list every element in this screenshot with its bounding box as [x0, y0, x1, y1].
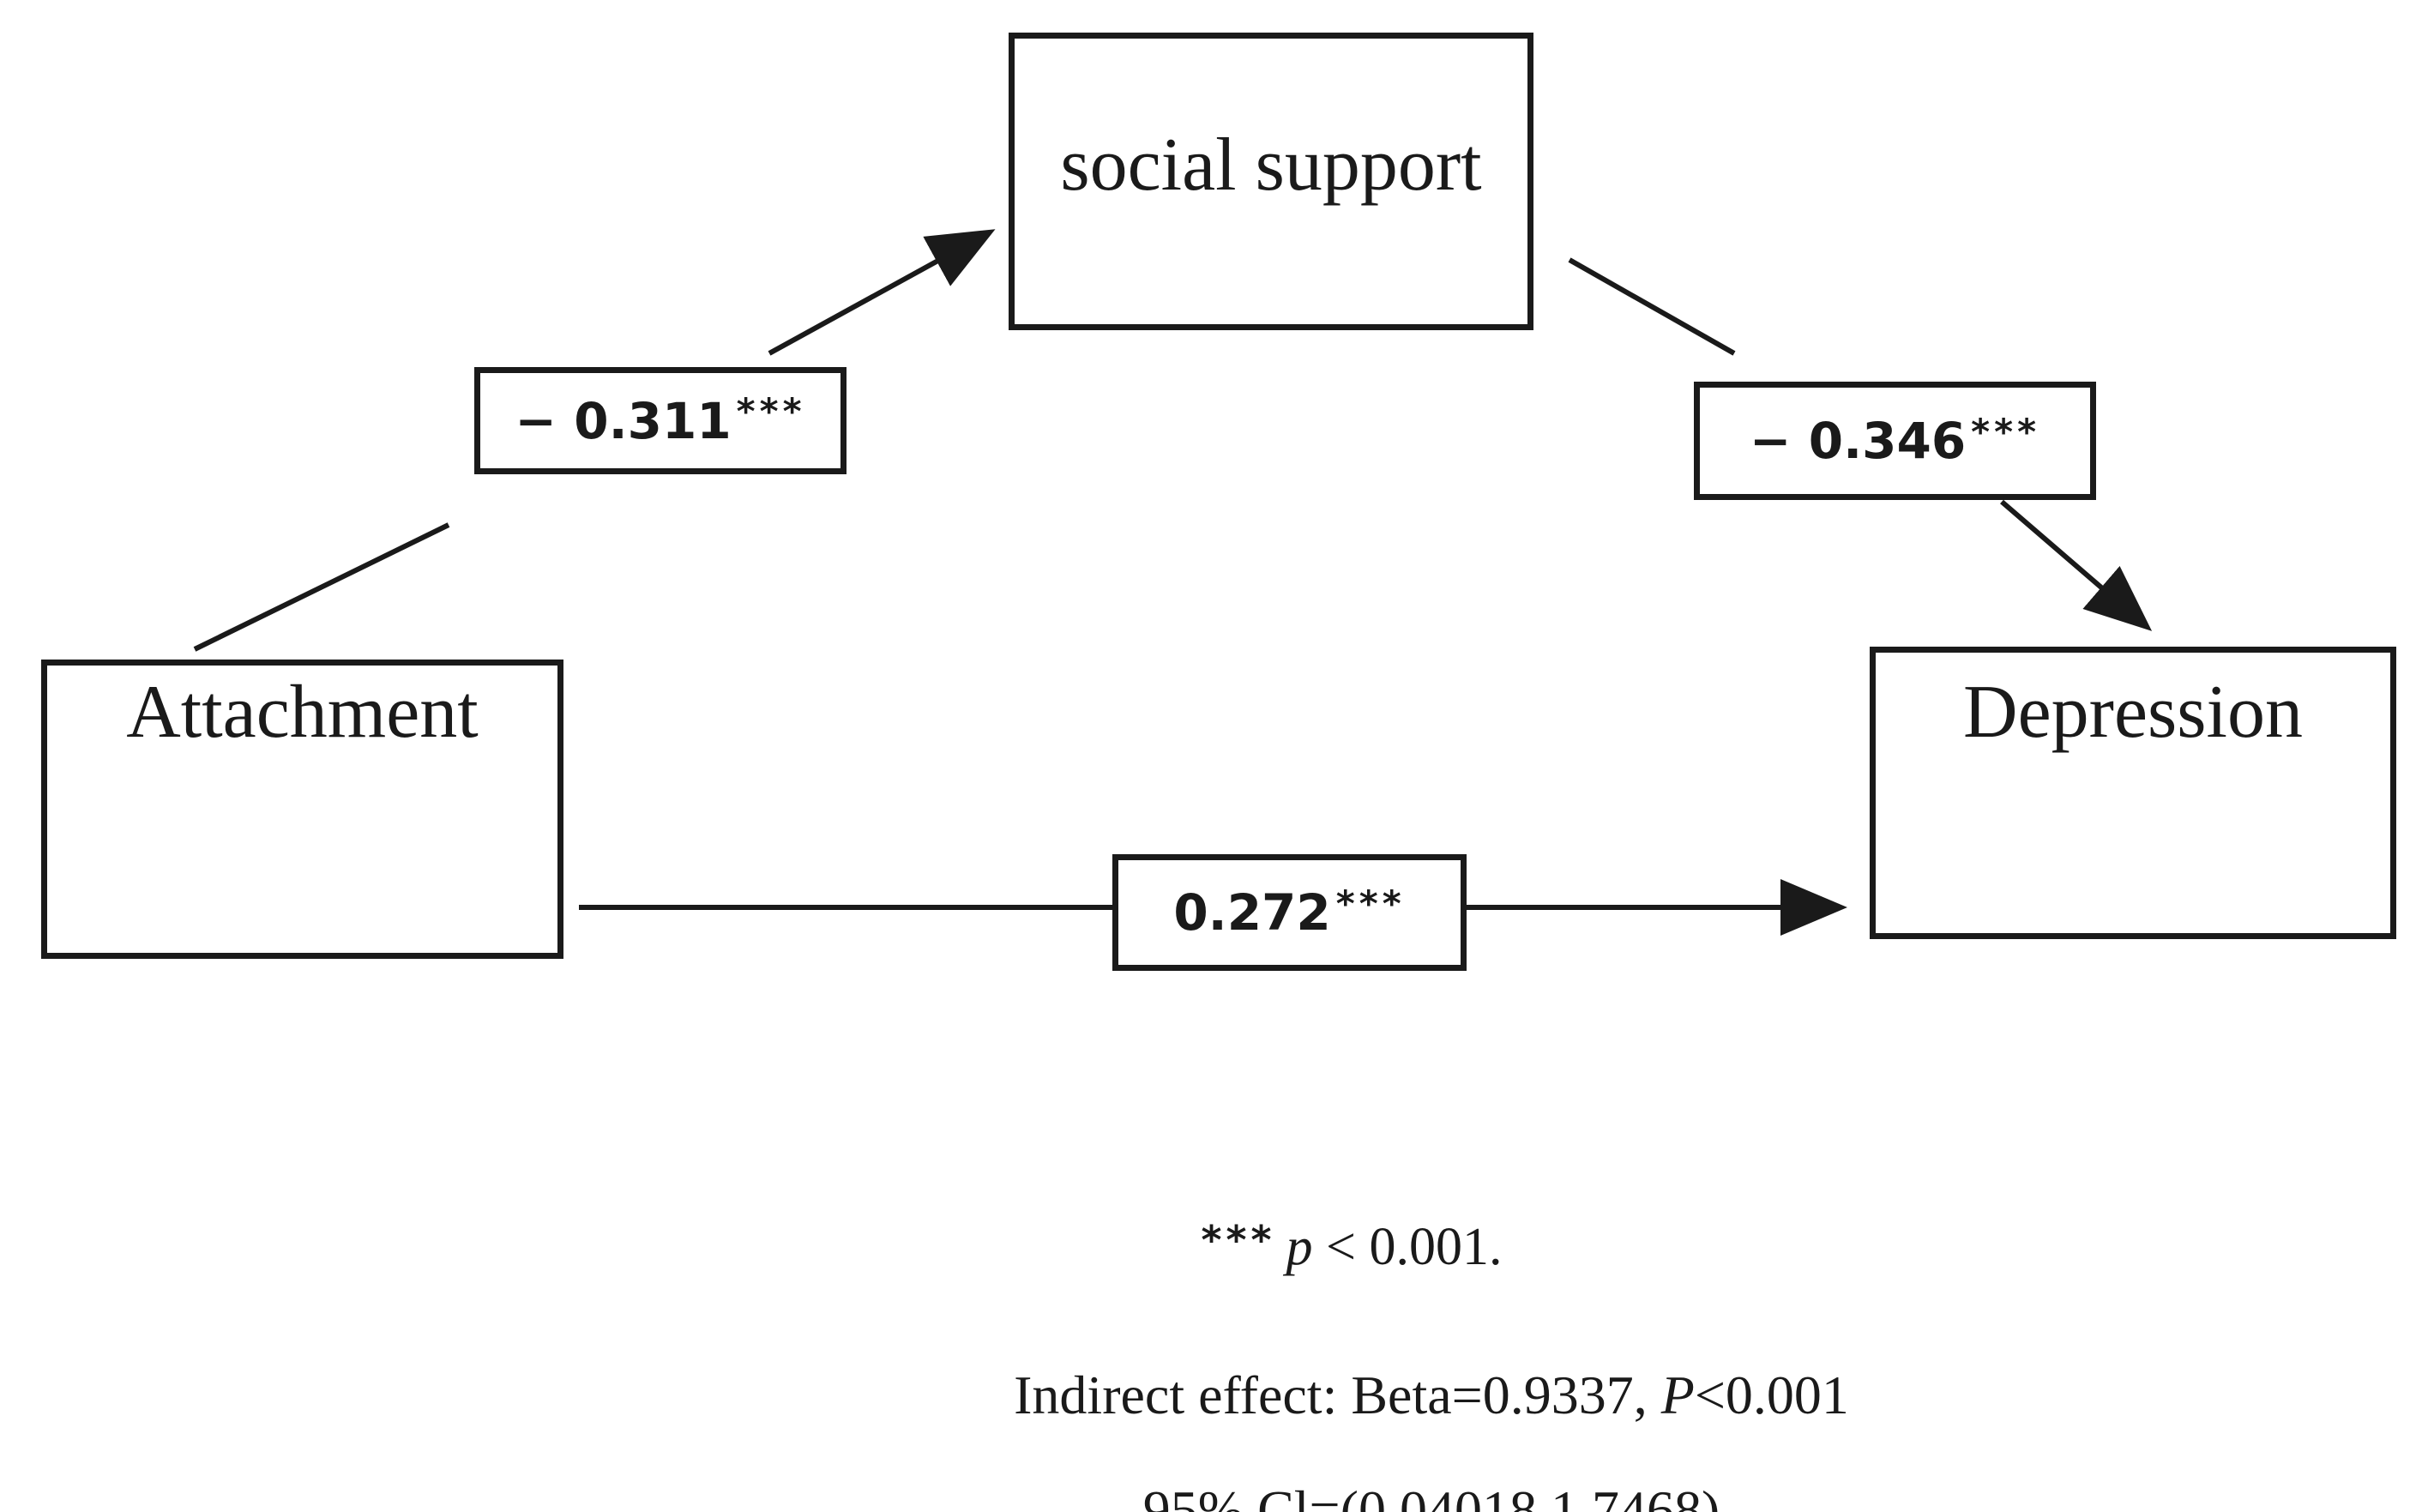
node-social-support: social support — [1009, 33, 1533, 330]
path-a-segment-lower — [193, 522, 450, 652]
path-b-segment-upper — [1568, 257, 1736, 356]
coefficient-a-significance-stars: *** — [736, 390, 806, 432]
indirect-effect-threshold: <0.001 — [1694, 1364, 1849, 1425]
coefficient-a-value: − 0.311 — [515, 391, 732, 450]
coefficient-social-support-to-depression: − 0.346 *** — [1694, 382, 2096, 500]
node-attachment: Attachment — [41, 660, 563, 959]
coefficient-c-value: 0.272 — [1173, 883, 1331, 942]
coefficient-attachment-to-depression-direct: 0.272 *** — [1112, 854, 1467, 971]
node-depression-label: Depression — [1963, 671, 2303, 754]
indirect-effect-p: P — [1660, 1364, 1695, 1425]
path-b-arrow-to-outcome — [2000, 499, 2153, 631]
significance-footnote: ***p < 0.001. — [896, 1156, 1754, 1339]
coefficient-c-significance-stars: *** — [1335, 882, 1406, 925]
confidence-interval-text: 95% Cl=(0.04018,1.7468) — [1142, 1479, 1720, 1512]
coefficient-b-significance-stars: *** — [1971, 410, 2041, 453]
significance-footnote-stars: *** — [1201, 1217, 1276, 1263]
node-social-support-label: social support — [1060, 123, 1482, 207]
coefficient-attachment-to-social-support: − 0.311 *** — [474, 367, 846, 474]
coefficient-b-value: − 0.346 — [1749, 412, 1967, 470]
indirect-effect-note: Indirect effect: Beta=0.9337, P<0.001 — [705, 1300, 2103, 1491]
significance-footnote-threshold: < 0.001. — [1312, 1218, 1503, 1276]
node-attachment-label: Attachment — [126, 671, 479, 754]
node-depression: Depression — [1870, 647, 2396, 939]
path-a-arrow-to-mediator — [768, 229, 996, 356]
significance-footnote-p: p — [1286, 1218, 1313, 1276]
confidence-interval-note: 95% Cl=(0.04018,1.7468) — [705, 1415, 2103, 1512]
indirect-effect-text: Indirect effect: Beta=0.9337, — [1014, 1364, 1661, 1425]
